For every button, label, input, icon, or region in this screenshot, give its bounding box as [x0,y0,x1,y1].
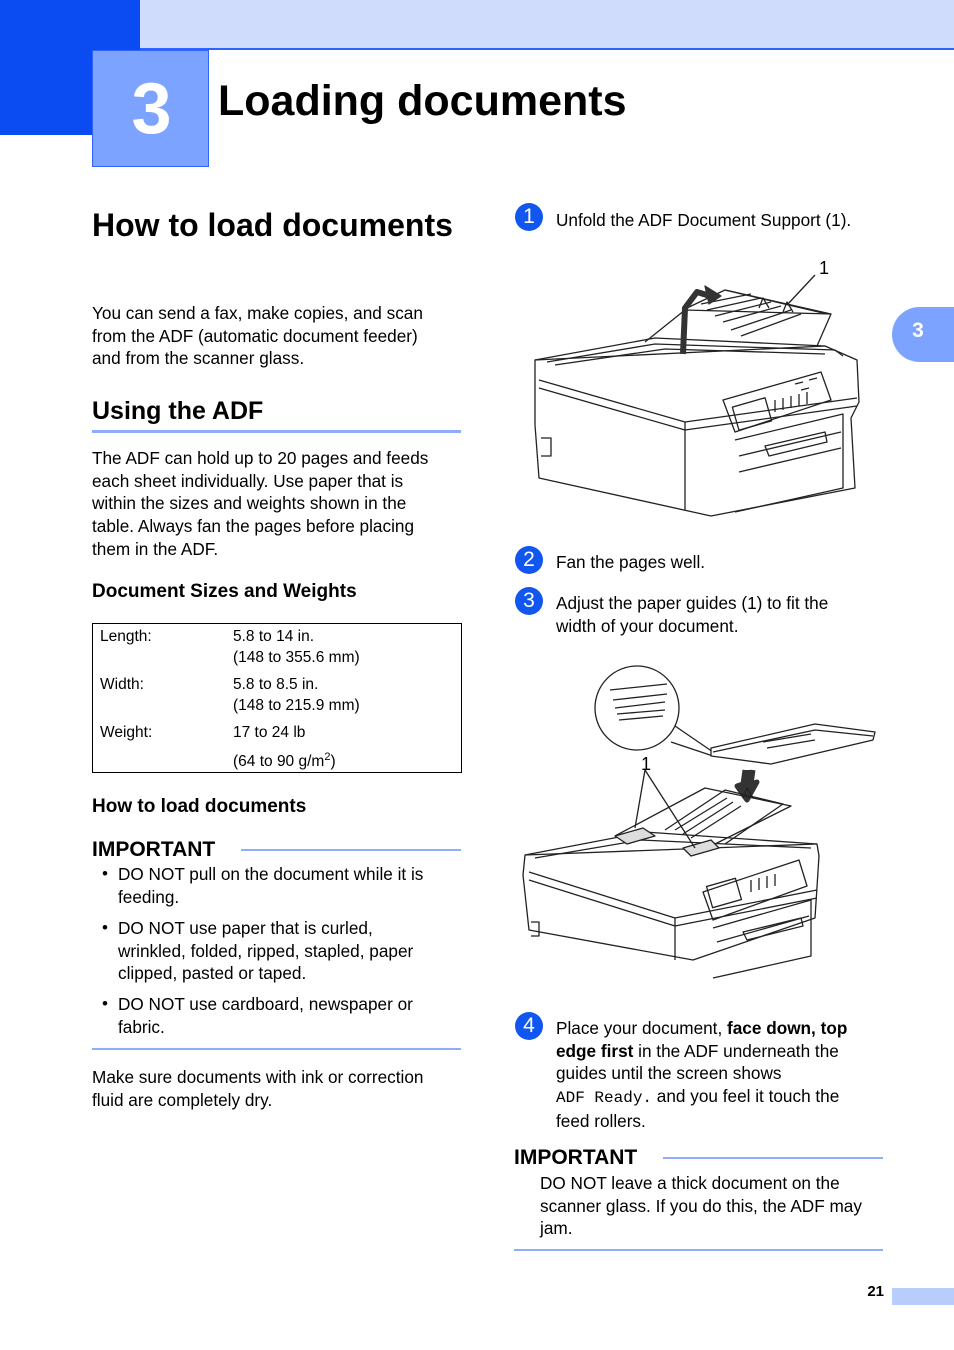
important-rule [241,849,461,851]
chapter-number-box: 3 [92,50,209,167]
important-end-rule-2 [514,1249,883,1251]
printer-adf-support-figure: 1 [534,258,860,517]
page-number-bar [892,1288,954,1305]
step-3-badge: 3 [515,587,543,615]
list-item: DO NOT pull on the document while it is … [118,864,424,907]
bullet-icon: • [102,864,108,883]
bullet-icon: • [102,918,108,937]
step-2-text: Fan the pages well. [556,552,706,572]
list-item: DO NOT use paper that is curled, wrinkle… [118,918,414,984]
step-4-text: Place your document, face down, top edge… [556,1018,848,1131]
howto-heading: How to load documents [92,796,307,817]
step-3-text: Adjust the paper guides (1) to fit the w… [556,593,829,636]
header-band [0,0,954,50]
sizes-table: Length: 5.8 to 14 in. (148 to 355.6 mm) … [92,623,462,773]
step-2-badge: 2 [515,546,543,574]
important-text-2: DO NOT leave a thick document on the sca… [540,1173,862,1239]
using-adf-heading: Using the ADF [92,397,264,425]
step-4-badge: 4 [515,1012,543,1040]
using-adf-rule [92,430,461,433]
bullet-icon: • [102,994,108,1013]
sizes-heading: Document Sizes and Weights [92,581,357,602]
important-heading: IMPORTANT [92,838,216,861]
header-rule [140,48,954,50]
page-number: 21 [867,1283,884,1300]
step-1-text: Unfold the ADF Document Support (1). [556,210,852,230]
chapter-side-tab: 3 [892,307,954,362]
figure-2-callout: 1 [641,754,651,774]
intro-paragraph: You can send a fax, make copies, and sca… [92,303,423,369]
important-rule-2 [663,1157,883,1159]
printer-paper-guides-figure: 1 [522,665,876,979]
list-item: DO NOT use cardboard, newspaper or fabri… [118,994,413,1037]
step-1-badge: 1 [515,203,543,231]
lcd-message: ADF Ready. [556,1089,653,1108]
important-end-rule [92,1048,461,1050]
chapter-title: Loading documents [218,77,627,125]
figure-1-callout: 1 [819,258,829,278]
important-heading-2: IMPORTANT [514,1146,638,1169]
chapter-number: 3 [131,69,172,149]
adf-paragraph: The ADF can hold up to 20 pages and feed… [92,448,429,559]
section-title: How to load documents [92,207,453,243]
dry-note: Make sure documents with ink or correcti… [92,1067,424,1110]
